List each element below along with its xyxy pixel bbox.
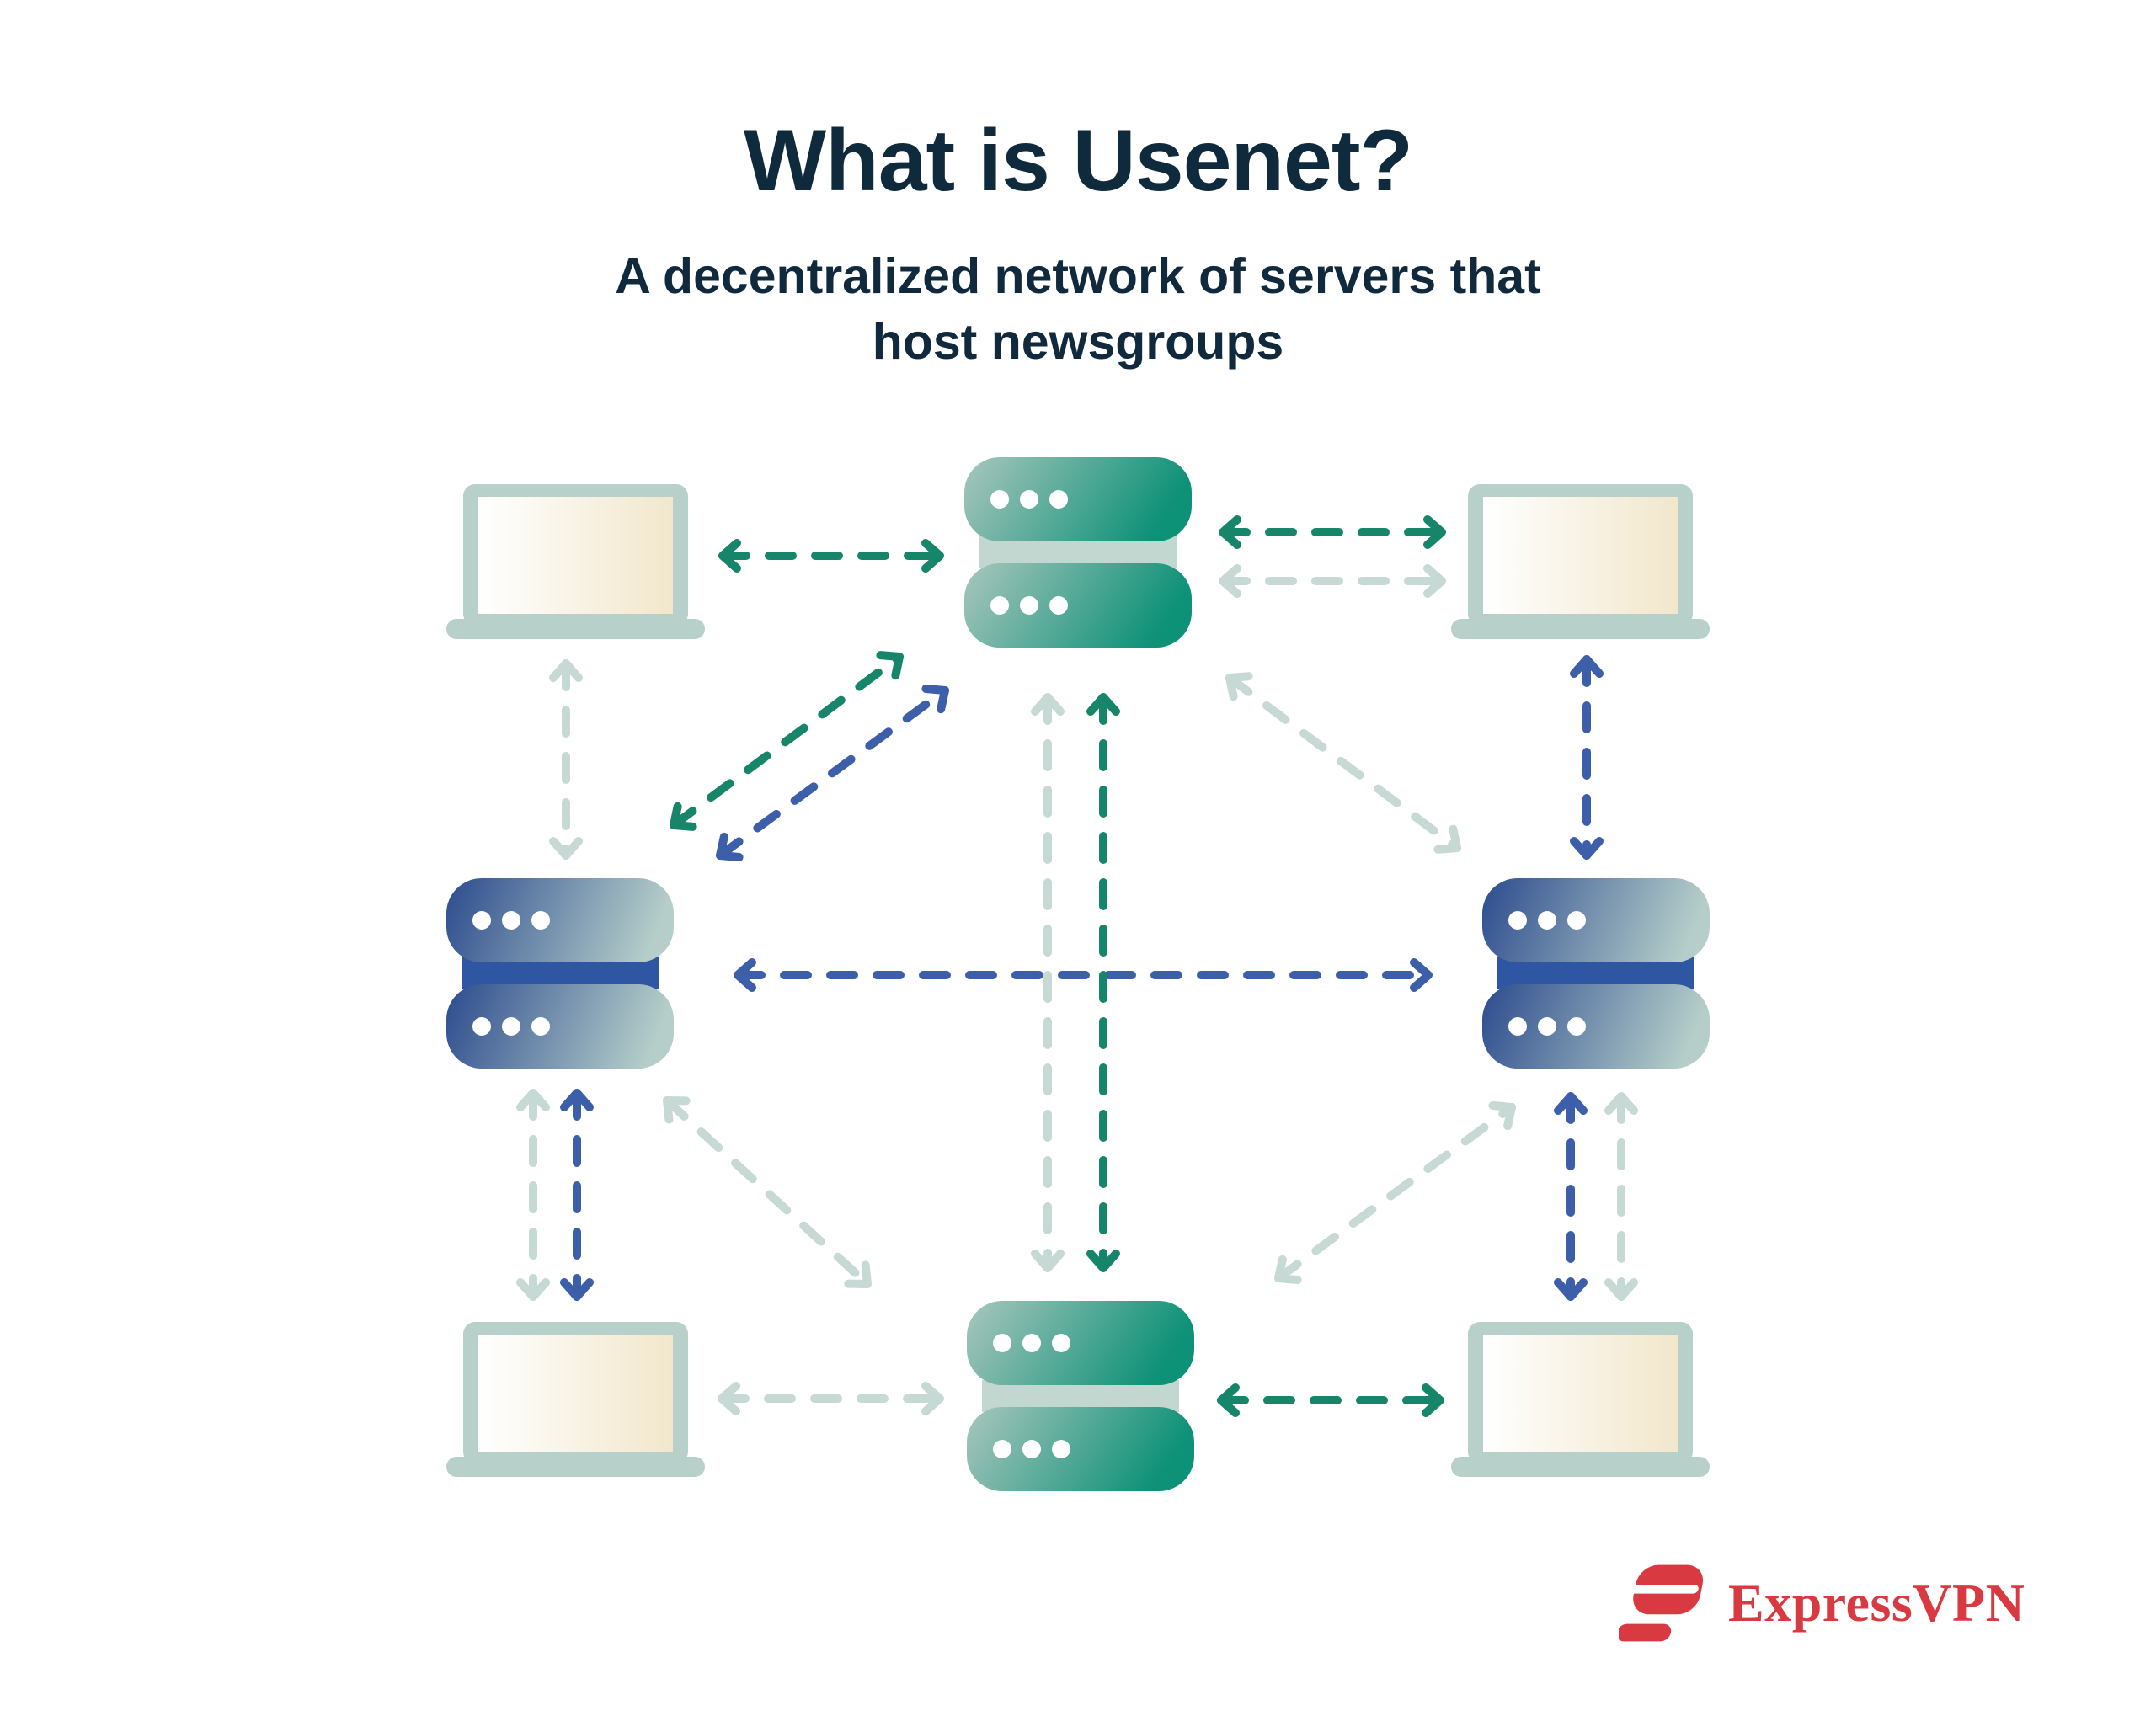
edge-server-top-server-right-sage [1225,672,1461,854]
page-subtitle: A decentralized network of servers that … [0,244,2156,376]
server-top [964,457,1192,648]
laptop-top-right [1451,484,1710,639]
brand-name: ExpressVPN [1728,1573,2025,1633]
expressvpn-logo-icon [1619,1564,1704,1642]
subtitle-line-2: host newsgroups [872,313,1284,370]
edge-server-left-server-top-navy [716,684,949,862]
server-bottom [967,1301,1194,1491]
edge-server-left-server-top-green [670,651,904,831]
page-title: What is Usenet? [744,112,1413,210]
server-right [1482,878,1710,1069]
laptop-top-left [446,484,705,639]
edge-server-bottom-server-right-sage [1274,1100,1516,1285]
laptop-bottom-left [446,1322,705,1477]
brand-logo: ExpressVPN [1619,1564,2025,1642]
edge-server-left-server-bottom-sage [663,1096,872,1288]
subtitle-line-1: A decentralized network of servers that [615,248,1541,304]
server-left [446,878,674,1069]
laptop-bottom-right [1451,1322,1710,1477]
